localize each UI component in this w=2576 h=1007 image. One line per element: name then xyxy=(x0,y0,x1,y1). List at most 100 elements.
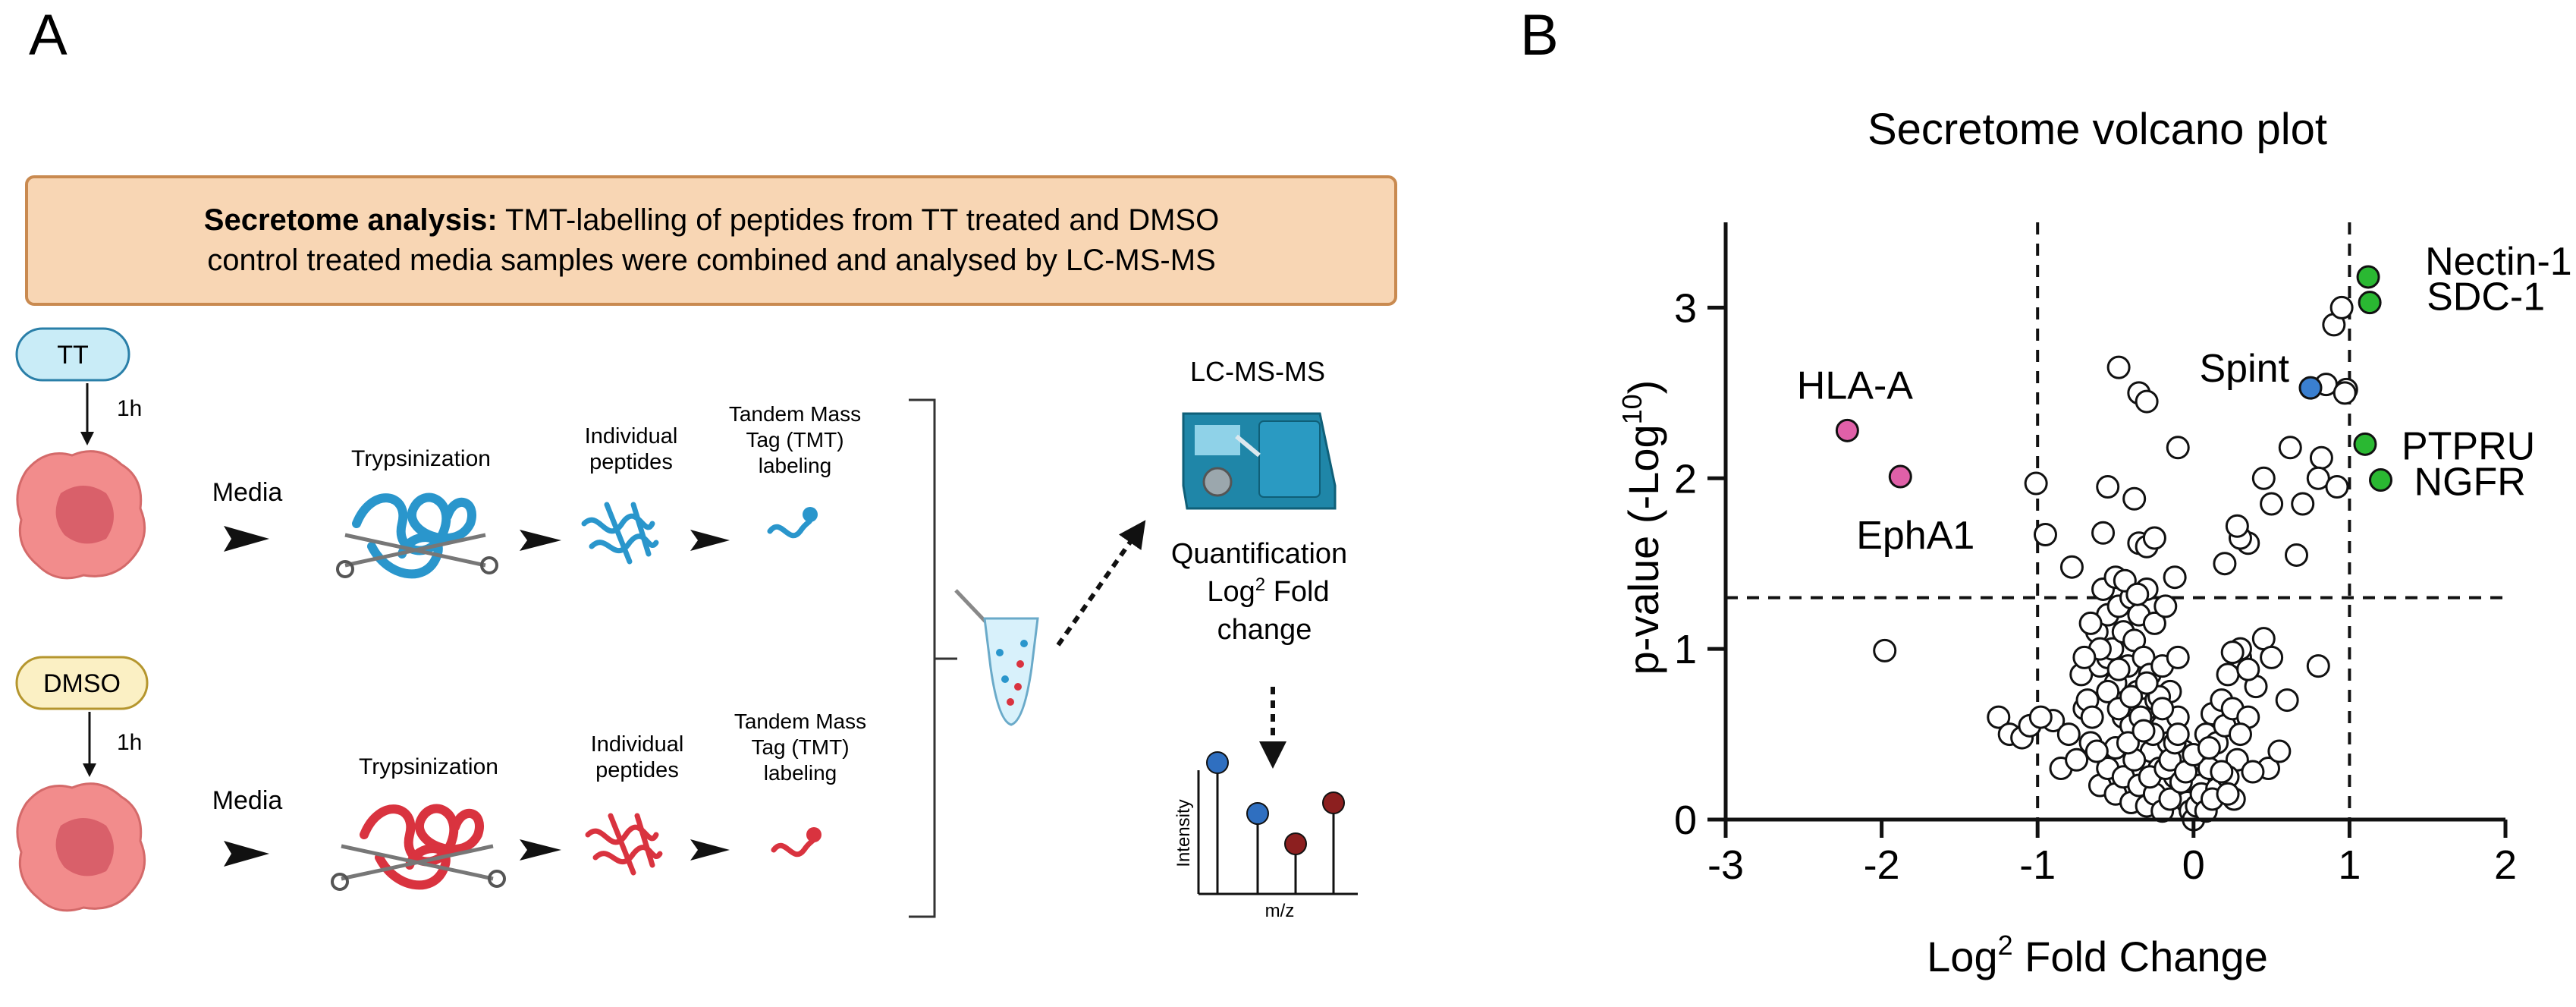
data-point xyxy=(2284,543,2308,567)
data-point xyxy=(2091,521,2116,545)
y-tick-label: 3 xyxy=(1674,285,1697,331)
dmso-step2-line1: Individual xyxy=(591,732,684,757)
mass-spectrometer-icon xyxy=(1182,412,1337,510)
label-epha1: EphA1 xyxy=(1856,514,1974,558)
instrument-label: LC-MS-MS xyxy=(1190,356,1325,387)
dmso-step3-line2: Tag (TMT) xyxy=(751,735,849,759)
data-point xyxy=(2216,782,2240,806)
data-point xyxy=(2150,697,2175,721)
tt-step3-line1: Tandem Mass xyxy=(729,402,861,426)
data-point xyxy=(2096,679,2120,703)
data-point xyxy=(2135,389,2159,414)
dmso-step1-label: Trypsinization xyxy=(359,754,498,779)
data-point xyxy=(2065,747,2089,772)
banner-bold: Secretome analysis: xyxy=(204,203,498,237)
data-point xyxy=(1987,705,2011,729)
data-point xyxy=(2291,492,2315,516)
data-point xyxy=(2028,705,2053,729)
dmso-tagged-peptide-icon xyxy=(771,827,821,858)
data-point xyxy=(2131,719,2156,743)
x-tick-label: -1 xyxy=(2019,842,2056,888)
data-point xyxy=(2325,475,2349,499)
workflow-row-dmso: DMSO 1h Media Trypsinization Individual … xyxy=(15,656,866,912)
protocol-banner: Secretome analysis: TMT-labelling of pep… xyxy=(25,175,1397,306)
tt-media-label: Media xyxy=(212,478,283,507)
label-nectin-1: Nectin-1 xyxy=(2425,240,2572,284)
tt-step2-line2: peptides xyxy=(589,450,673,474)
data-point xyxy=(2106,657,2131,681)
spectrum-xlabel: m/z xyxy=(1265,901,1295,921)
threshold-lines xyxy=(1726,222,2505,820)
label-ptpru: PTPRU xyxy=(2402,424,2535,468)
label-ngfr: NGFR xyxy=(2414,461,2526,505)
data-point xyxy=(2333,381,2357,405)
tt-step1-label: Trypsinization xyxy=(351,446,491,471)
banner-line-1-rest: TMT-labelling of peptides from TT treate… xyxy=(498,203,1220,237)
combine-bracket xyxy=(909,398,936,918)
data-point xyxy=(2210,760,2234,784)
data-point xyxy=(2084,739,2109,763)
data-point xyxy=(2163,565,2187,590)
tt-arrow-2 xyxy=(520,530,561,551)
data-point xyxy=(2251,466,2276,490)
data-point xyxy=(2220,640,2245,665)
chart-title: Secretome volcano plot xyxy=(1868,105,2327,154)
panel-b-letter: B xyxy=(1520,3,1559,68)
tt-condition-label: TT xyxy=(57,341,89,370)
data-point xyxy=(2056,722,2081,747)
label-spint: Spint xyxy=(2199,347,2289,391)
panel-a: A Secretome analysis: TMT-labelling of p… xyxy=(15,3,1397,921)
data-point xyxy=(2197,736,2221,760)
highlight-point-nectin-1 xyxy=(2356,265,2380,289)
dmso-step3-line3: labeling xyxy=(764,761,837,785)
tt-arrow-3 xyxy=(690,530,730,551)
data-point xyxy=(2158,787,2182,811)
dmso-step3-line1: Tandem Mass xyxy=(734,710,866,733)
data-point xyxy=(2142,611,2166,635)
tt-peptides-icon xyxy=(581,502,659,565)
tt-step3-line2: Tag (TMT) xyxy=(746,428,843,452)
banner-box xyxy=(25,175,1397,306)
tt-step2-line1: Individual xyxy=(585,424,678,448)
to-ms-arrow xyxy=(1056,520,1146,647)
tt-tagged-peptide-icon xyxy=(767,507,818,539)
tt-condition-box xyxy=(15,327,130,382)
data-point xyxy=(2072,645,2097,669)
highlight-point-sdc-1 xyxy=(2358,291,2382,315)
data-point xyxy=(2306,466,2330,490)
data-point xyxy=(2033,522,2057,546)
x-tick-label: -3 xyxy=(1707,842,1744,888)
data-point xyxy=(2153,594,2178,618)
x-tick-label: 2 xyxy=(2494,842,2517,888)
highlight-point-spint xyxy=(2298,376,2323,400)
data-point xyxy=(1873,638,1897,662)
dmso-step2-line2: peptides xyxy=(595,758,679,782)
data-point xyxy=(2166,436,2190,460)
highlight-point-ptpru xyxy=(2353,432,2377,456)
data-point xyxy=(2329,295,2354,319)
panel-a-letter: A xyxy=(29,3,68,68)
dmso-condition-label: DMSO xyxy=(43,669,121,698)
highlight-point-epha1 xyxy=(1888,464,1912,489)
tt-step3-line3: labeling xyxy=(759,454,832,477)
x-axis-label: Log2 Fold Change xyxy=(1927,930,2268,980)
data-point xyxy=(2125,582,2150,606)
highlight-point-ngfr xyxy=(2369,468,2393,492)
dmso-media-label: Media xyxy=(212,786,283,815)
x-tick-label: -2 xyxy=(1864,842,1900,888)
data-point xyxy=(2142,526,2166,550)
banner-line-1: Secretome analysis: TMT-labelling of pep… xyxy=(204,203,1219,237)
banner-line-2: control treated media samples were combi… xyxy=(207,244,1216,277)
data-point xyxy=(2260,492,2284,516)
tt-protein-scissors-icon xyxy=(336,492,498,579)
highlight-point-hla-a xyxy=(1835,418,1859,442)
dmso-condition-box xyxy=(15,656,149,710)
quantification-line3: change xyxy=(1217,614,1312,646)
y-tick-label: 1 xyxy=(1674,627,1697,672)
data-point xyxy=(2225,514,2249,538)
data-point xyxy=(2309,445,2333,470)
